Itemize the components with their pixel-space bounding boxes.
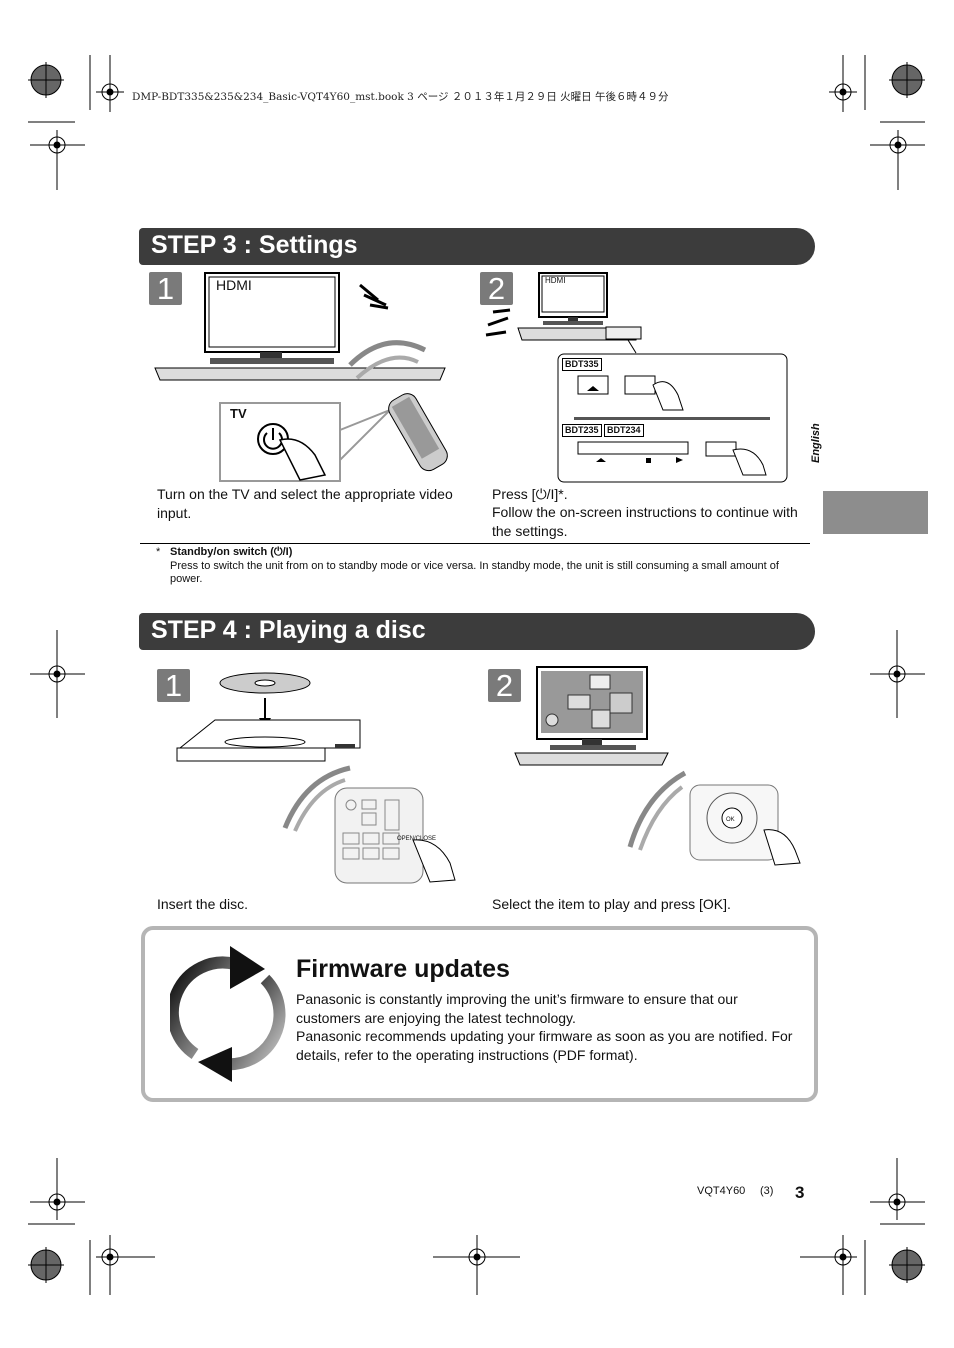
step4-number-1: 1 <box>157 669 190 702</box>
print-header: DMP-BDT335&235&234_Basic-VQT4Y60_mst.boo… <box>132 91 669 103</box>
disc-insert-illustration <box>176 672 456 884</box>
model-badge-bdt234: BDT234 <box>604 424 644 437</box>
tv-button-label: TV <box>230 406 247 421</box>
footnote-title: Standby/on switch (⏻/I) <box>170 546 293 558</box>
language-label: English <box>810 423 822 463</box>
footer-page-paren: (3) <box>760 1185 774 1197</box>
firmware-body-para-2: Panasonic recommends updating your firmw… <box>296 1028 793 1063</box>
refresh-arrows-icon <box>170 946 286 1082</box>
hdmi-label-2: HDMI <box>545 276 566 285</box>
footer-doc-code: VQT4Y60 <box>697 1185 746 1197</box>
step3-number-2: 2 <box>480 272 513 305</box>
player-power-illustration <box>485 272 788 483</box>
footnote-divider <box>140 543 810 544</box>
firmware-title: Firmware updates <box>296 955 510 983</box>
menu-select-illustration <box>514 666 801 866</box>
footnote-body: Press to switch the unit from on to stan… <box>170 560 779 585</box>
step3-title: STEP 3 : Settings <box>151 231 358 259</box>
footnote-mark: * <box>156 546 161 558</box>
step3-number-1: 1 <box>149 272 182 305</box>
open-close-button-label: OPEN/CLOSE <box>397 836 437 842</box>
tv-power-illustration <box>154 272 448 482</box>
step3-heading-bar: STEP 3 : Settings <box>139 228 815 265</box>
firmware-body: Panasonic is constantly improving the un… <box>296 990 801 1064</box>
step4-heading-bar: STEP 4 : Playing a disc <box>139 613 815 650</box>
firmware-body-para-1: Panasonic is constantly improving the un… <box>296 991 738 1026</box>
hdmi-label-1: HDMI <box>216 277 252 293</box>
step4-number-2: 2 <box>488 669 521 702</box>
ok-button-label: OK <box>726 817 735 823</box>
firmware-panel <box>141 926 818 1102</box>
language-tab <box>823 491 928 534</box>
model-badge-bdt335: BDT335 <box>562 358 602 371</box>
step3-caption-2-line1: Press [⏻/I]*. <box>492 486 568 502</box>
model-badge-bdt235: BDT235 <box>562 424 602 437</box>
step4-caption-2: Select the item to play and press [OK]. <box>492 896 731 912</box>
step4-caption-1: Insert the disc. <box>157 896 249 912</box>
step3-caption-1: Turn on the TV and select the appropriat… <box>157 486 453 521</box>
footer-page-number: 3 <box>795 1183 805 1202</box>
step3-caption-2-line2: Follow the on-screen instructions to con… <box>492 504 798 539</box>
step4-title: STEP 4 : Playing a disc <box>151 616 426 644</box>
